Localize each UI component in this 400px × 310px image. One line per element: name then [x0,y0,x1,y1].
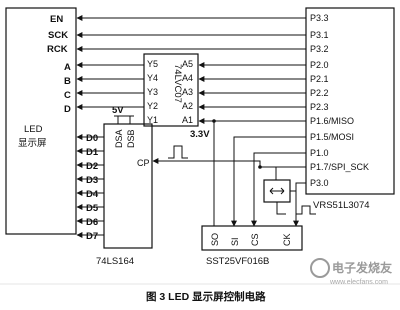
shift-register-pin-labels: DSA DSB CP 5V [112,105,150,168]
buffer-pin-y2: Y2 [147,101,158,111]
figure-caption: 图 3 LED 显示屏控制电路 [146,290,266,303]
sr-supply-5v: 5V [112,105,124,116]
led-input-b: B [64,76,71,87]
led-data-pin-labels: D0 D1 D2 D3 D4 D5 D6 D7 [86,133,99,242]
mcu-pin-p10: P1.0 [310,148,329,158]
mcu-pin-p32: P3.2 [310,44,329,54]
buffer-pin-a5: A5 [182,59,193,69]
shift-register-name: 74LS164 [96,256,134,267]
shift-register-block [103,123,153,249]
buffer-pin-a2: A2 [182,101,193,111]
watermark-logo-icon [310,258,330,278]
buffer-pin-a1: A1 [182,115,193,125]
watermark-text: 电子发烧友 [332,260,392,275]
mcu-pin-p15-mosi: P1.5/MOSI [310,132,354,142]
led-data-d1: D1 [86,147,99,158]
flash-pin-ck: CK [282,233,292,246]
flash-pin-so: SO [210,233,220,246]
voltage-regulator-block [263,179,291,203]
mcu-pin-p21: P2.1 [310,74,329,84]
mcu-pin-p16-miso: P1.6/MISO [310,116,354,126]
watermark-url: www.elecfans.com [329,279,388,286]
led-data-d6: D6 [86,217,98,228]
buffer-pin-y3: Y3 [147,87,158,97]
led-data-d3: D3 [86,175,98,186]
watermark: 电子发烧友 www.elecfans.com [310,258,392,286]
buffer-pin-a4: A4 [182,73,193,83]
mcu-pin-p22: P2.2 [310,88,329,98]
led-input-d: D [64,104,71,115]
led-display-block: LED 显示屏 [5,7,77,235]
buffer-pin-y1: Y1 [147,115,158,125]
led-input-a: A [64,62,71,73]
sr-pin-dsa: DSA [114,129,124,148]
led-input-en: EN [50,14,63,25]
led-input-rck: RCK [47,44,68,55]
mcu-pin-p30: P3.0 [310,178,329,188]
mcu-pin-labels: P3.3 P3.1 P3.2 P2.0 P2.1 P2.2 P2.3 P1.6/… [310,13,369,188]
mcu-pin-p17-spi-sck: P1.7/SPI_SCK [310,162,369,172]
led-data-d2: D2 [86,161,98,172]
wires [76,15,316,238]
buffer-pin-y5: Y5 [147,59,158,69]
buffer-name: 74LVC07 [172,64,183,103]
buffer-pin-labels: Y5 Y4 Y3 Y2 Y1 A5 A4 A3 A2 A1 [147,59,193,125]
led-input-c: C [64,90,71,101]
led-data-d7: D7 [86,231,98,242]
flash-pin-cs: CS [250,233,260,246]
flash-pin-labels: SO SI CS CK [210,233,292,246]
mcu-pin-p20: P2.0 [310,60,329,70]
led-label-line2: 显示屏 [18,138,47,149]
led-data-d0: D0 [86,133,98,144]
supply-3v3-label: 3.3V [190,129,210,140]
junction-dots [212,119,262,169]
mcu-name: VRS51L3074 [313,200,370,211]
led-input-sck: SCK [48,30,68,41]
buffer-pin-a3: A3 [182,87,193,97]
mcu-pin-p31: P3.1 [310,30,329,40]
buffer-pin-y4: Y4 [147,73,158,83]
mcu-pin-p23: P2.3 [310,102,329,112]
led-data-d4: D4 [86,189,99,200]
led-data-d5: D5 [86,203,99,214]
sr-pin-dsb: DSB [126,129,136,148]
sr-pin-cp: CP [137,158,150,168]
flash-name: SST25VF016B [206,256,269,267]
mcu-pin-p33: P3.3 [310,13,329,23]
mcu-block [305,7,395,195]
buffer-block: 74LVC07 [143,53,199,127]
flash-pin-si: SI [230,237,240,246]
led-input-labels: EN SCK RCK A B C D [47,14,71,115]
led-label-line1: LED [24,124,43,135]
